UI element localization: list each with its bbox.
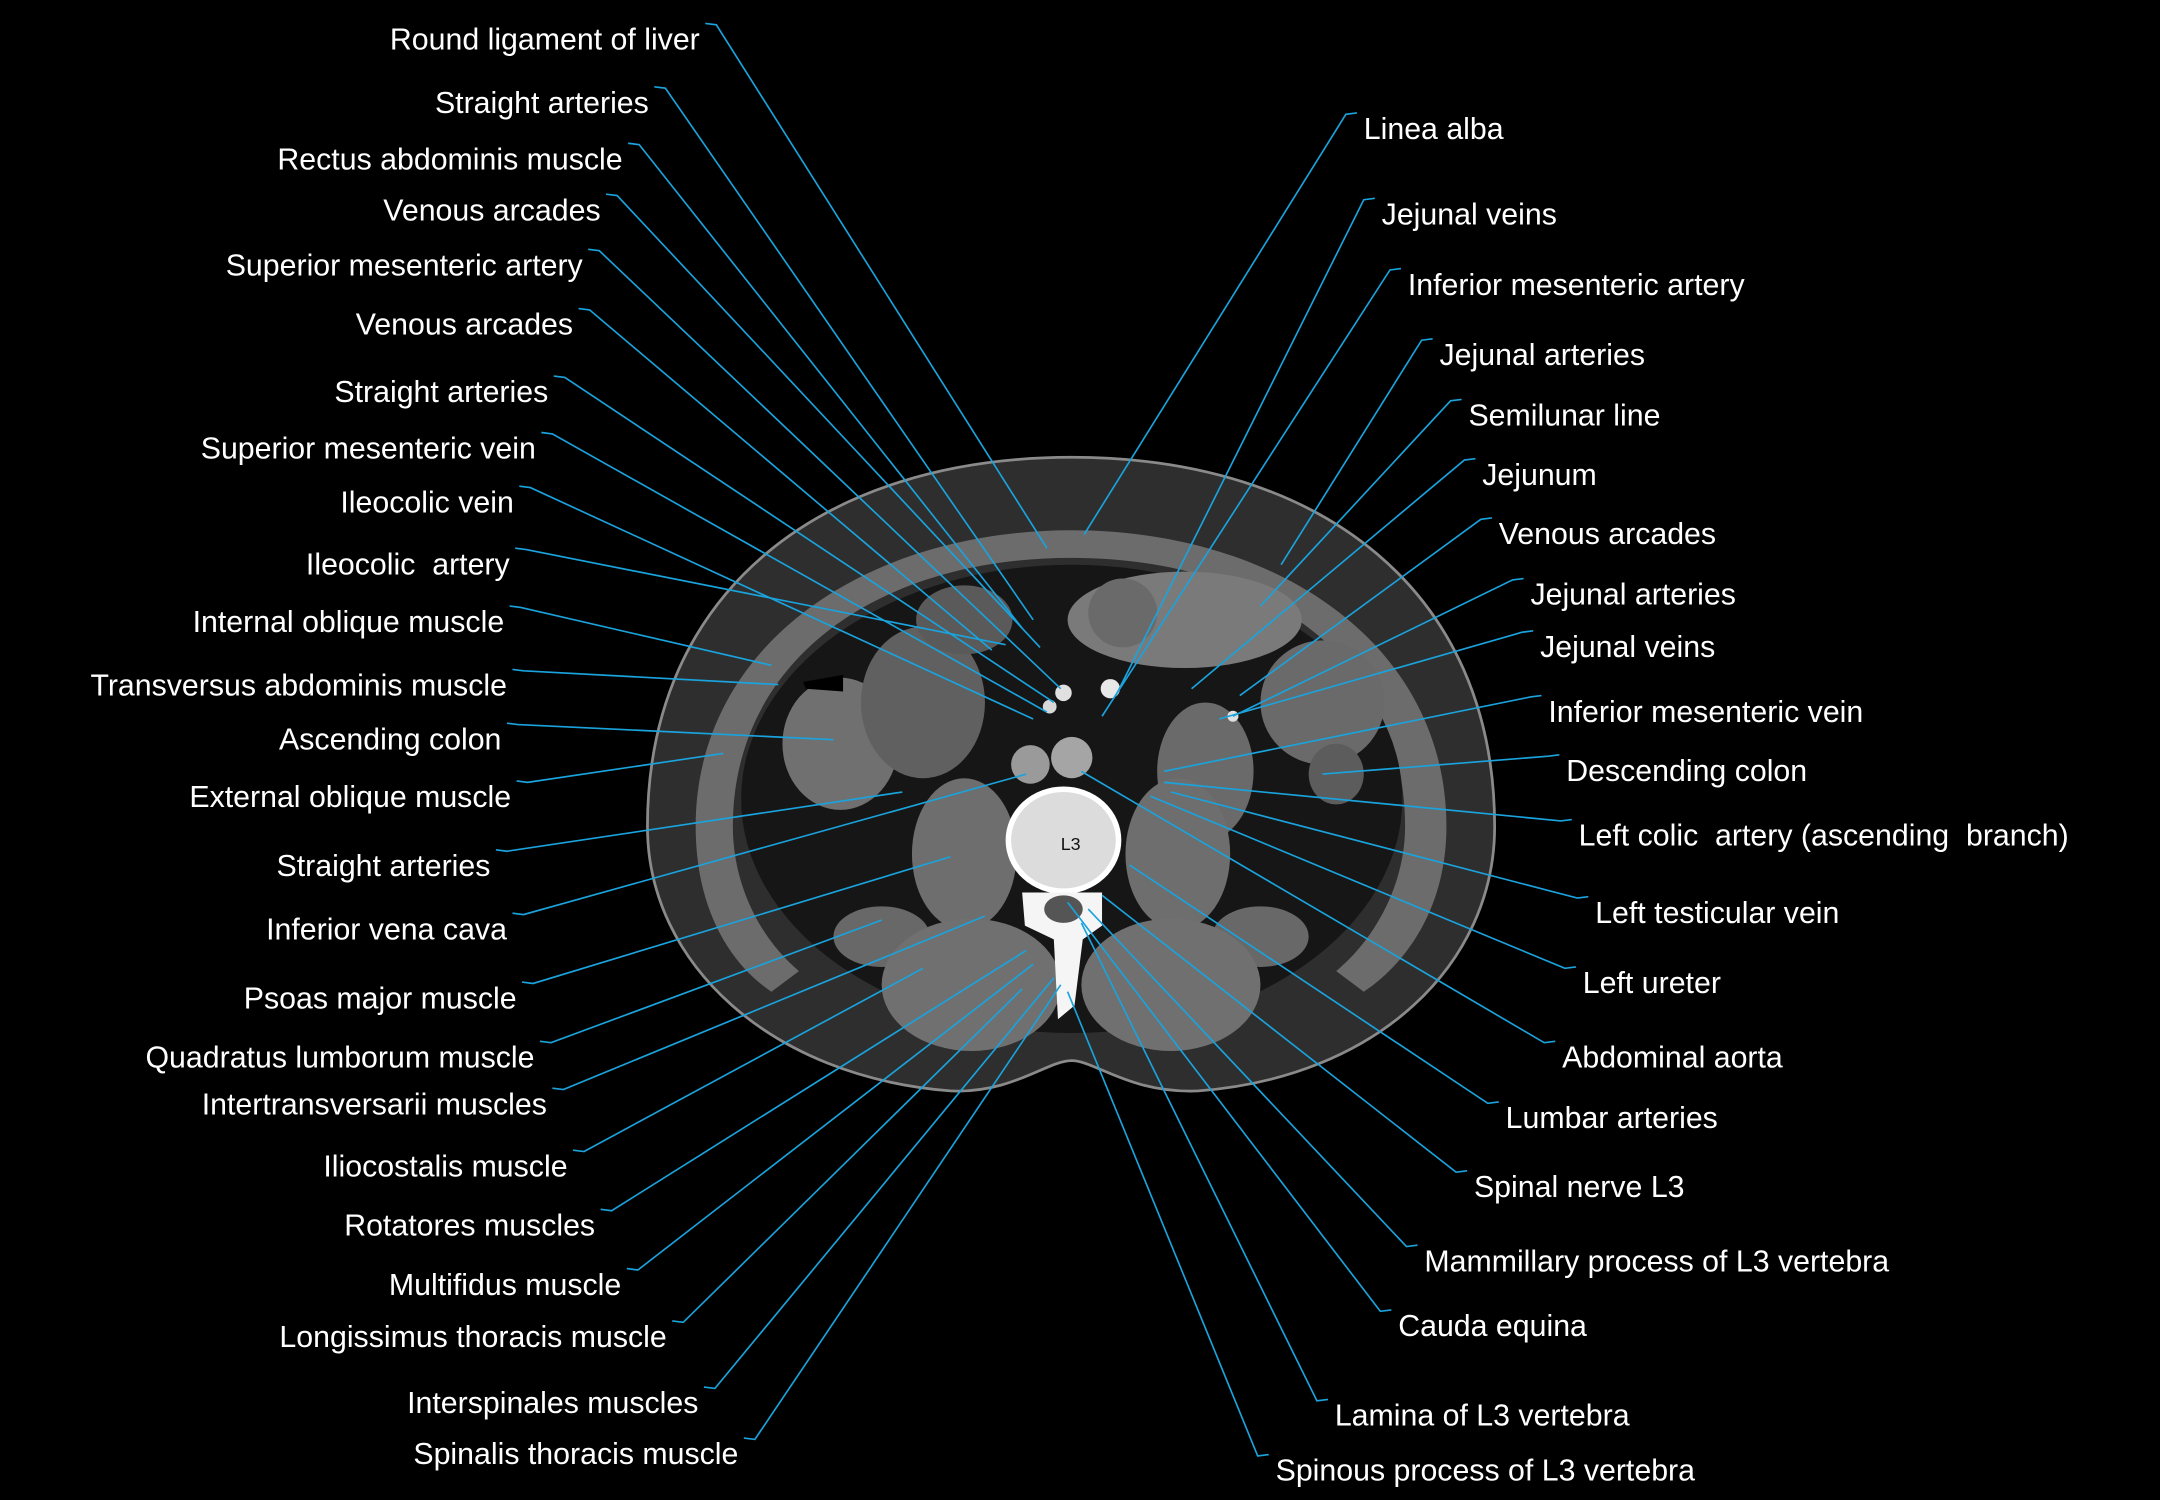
left-leader-line	[628, 142, 1023, 629]
left-leader-line	[743, 984, 1062, 1441]
vertebra-label: L3	[1061, 834, 1081, 854]
right-leader-line	[1066, 901, 1392, 1313]
right-leader-line	[1218, 630, 1534, 720]
right-annotation-label: Inferior mesenteric artery	[1408, 269, 1746, 302]
left-leader-line	[552, 915, 986, 1091]
abdominal-wall-muscles	[695, 530, 1447, 992]
left-leader-line	[512, 773, 1027, 916]
right-annotation-label: Descending colon	[1566, 755, 1807, 788]
left-annotation-label: Interspinales muscles	[407, 1387, 698, 1420]
right-leader-line	[1101, 267, 1402, 717]
left-leader-line	[705, 22, 1048, 549]
left-annotation-label: Superior mesenteric vein	[201, 433, 536, 466]
left-annotation-label: Intertransversarii muscles	[202, 1088, 547, 1121]
leader-lines	[495, 22, 1589, 1457]
right-annotation-label: Lamina of L3 vertebra	[1335, 1400, 1630, 1433]
left-annotation-label: Round ligament of liver	[390, 24, 700, 57]
right-leader-line	[1259, 398, 1462, 607]
left-leader-line	[600, 949, 1027, 1212]
left-annotation-label: Straight arteries	[277, 850, 491, 883]
left-leader-line	[495, 791, 903, 853]
left-annotation-label: Superior mesenteric artery	[226, 249, 584, 282]
left-leader-line	[606, 193, 1041, 648]
right-annotation-label: Jejunum	[1482, 459, 1597, 492]
right-leader-line	[1280, 338, 1433, 566]
left-leader-line	[588, 248, 1062, 690]
right-annotation-label: Cauda equina	[1398, 1310, 1587, 1343]
right-annotation-label: Semilunar line	[1468, 400, 1660, 433]
right-leader-line	[1170, 791, 1589, 899]
left-annotation-label: Longissimus thoracis muscle	[279, 1321, 666, 1354]
left-leader-line	[516, 752, 724, 784]
left-annotation-label: Rotatores muscles	[344, 1210, 595, 1243]
right-leader-line	[1129, 864, 1499, 1105]
left-annotation-label: Ileocolic vein	[340, 486, 513, 519]
right-leader-line	[1149, 795, 1577, 970]
left-leader-line	[654, 85, 1034, 621]
left-annotation-label: Ileocolic artery	[306, 548, 511, 581]
left-annotation-label: Psoas major muscle	[244, 982, 517, 1015]
left-leader-line	[519, 485, 1034, 720]
right-leader-line	[1080, 922, 1329, 1402]
left-annotation-label: Spinalis thoracis muscle	[413, 1438, 738, 1471]
right-leader-line	[1232, 577, 1524, 717]
left-leader-line	[539, 919, 882, 1044]
right-annotation-label: Jejunal arteries	[1440, 339, 1645, 372]
left-annotation-label: Inferior vena cava	[266, 913, 507, 946]
left-annotation-label: Venous arcades	[383, 194, 600, 227]
left-annotation-label: Rectus abdominis muscle	[277, 143, 622, 176]
right-leader-line	[1163, 694, 1542, 773]
left-leader-line	[553, 375, 1055, 704]
right-annotation-label: Jejunal arteries	[1530, 579, 1735, 612]
right-leader-line	[1066, 991, 1269, 1457]
right-annotation-label: Jejunal veins	[1540, 631, 1715, 664]
left-leader-line	[572, 967, 924, 1153]
right-leader-line	[1239, 517, 1492, 697]
left-annotation-label: Internal oblique muscle	[193, 606, 505, 639]
left-annotation-label: Venous arcades	[356, 309, 573, 342]
left-leader-line	[703, 977, 1055, 1390]
right-annotation-label: Spinal nerve L3	[1474, 1171, 1685, 1204]
right-leader-line	[1083, 112, 1357, 535]
left-leader-line	[509, 605, 772, 667]
right-annotation-label: Venous arcades	[1499, 518, 1716, 551]
right-annotation-label: Lumbar arteries	[1506, 1102, 1718, 1135]
left-annotation-label: Quadratus lumborum muscle	[146, 1041, 535, 1074]
left-leader-line	[672, 988, 1023, 1324]
left-annotation-label: External oblique muscle	[189, 781, 511, 814]
right-annotation-label: Abdominal aorta	[1562, 1041, 1783, 1074]
right-annotation-label: Mammillary process of L3 vertebra	[1424, 1245, 1889, 1278]
right-annotation-label: Left ureter	[1583, 967, 1721, 1000]
left-annotation-label: Iliocostalis muscle	[323, 1150, 567, 1183]
right-annotation-label: Jejunal veins	[1382, 199, 1557, 232]
left-leader-line	[578, 307, 993, 651]
left-leader-line	[515, 547, 1006, 646]
right-annotation-label: Left colic artery (ascending branch)	[1579, 820, 2069, 853]
left-leader-line	[506, 722, 834, 741]
right-annotation-label: Spinous process of L3 vertebra	[1276, 1455, 1696, 1488]
left-annotation-label: Straight arteries	[334, 376, 548, 409]
right-annotation-label: Linea alba	[1364, 113, 1504, 146]
right-annotation-label: Left testicular vein	[1595, 897, 1839, 930]
left-annotation-label: Multifidus muscle	[389, 1269, 621, 1302]
l3-vertebral-body	[1005, 786, 1122, 894]
ct-slice-image: L3	[646, 455, 1497, 1093]
right-leader-line	[1191, 457, 1476, 690]
right-leader-line	[1163, 781, 1572, 822]
right-leader-line	[1080, 770, 1556, 1044]
left-leader-line	[521, 855, 951, 985]
spinal-canal	[1044, 895, 1083, 923]
left-annotation-label: Straight arteries	[435, 87, 649, 120]
right-leader-line	[1115, 197, 1375, 696]
right-leader-line	[1087, 908, 1418, 1248]
left-annotation-label: Transversus abdominis muscle	[90, 670, 506, 703]
left-annotation-label: Ascending colon	[279, 723, 501, 756]
left-leader-line	[512, 668, 779, 686]
right-annotation-label: Inferior mesenteric vein	[1548, 696, 1863, 729]
left-leader-line	[626, 963, 1034, 1271]
right-leader-line	[1322, 754, 1560, 775]
right-leader-line	[1101, 894, 1468, 1174]
